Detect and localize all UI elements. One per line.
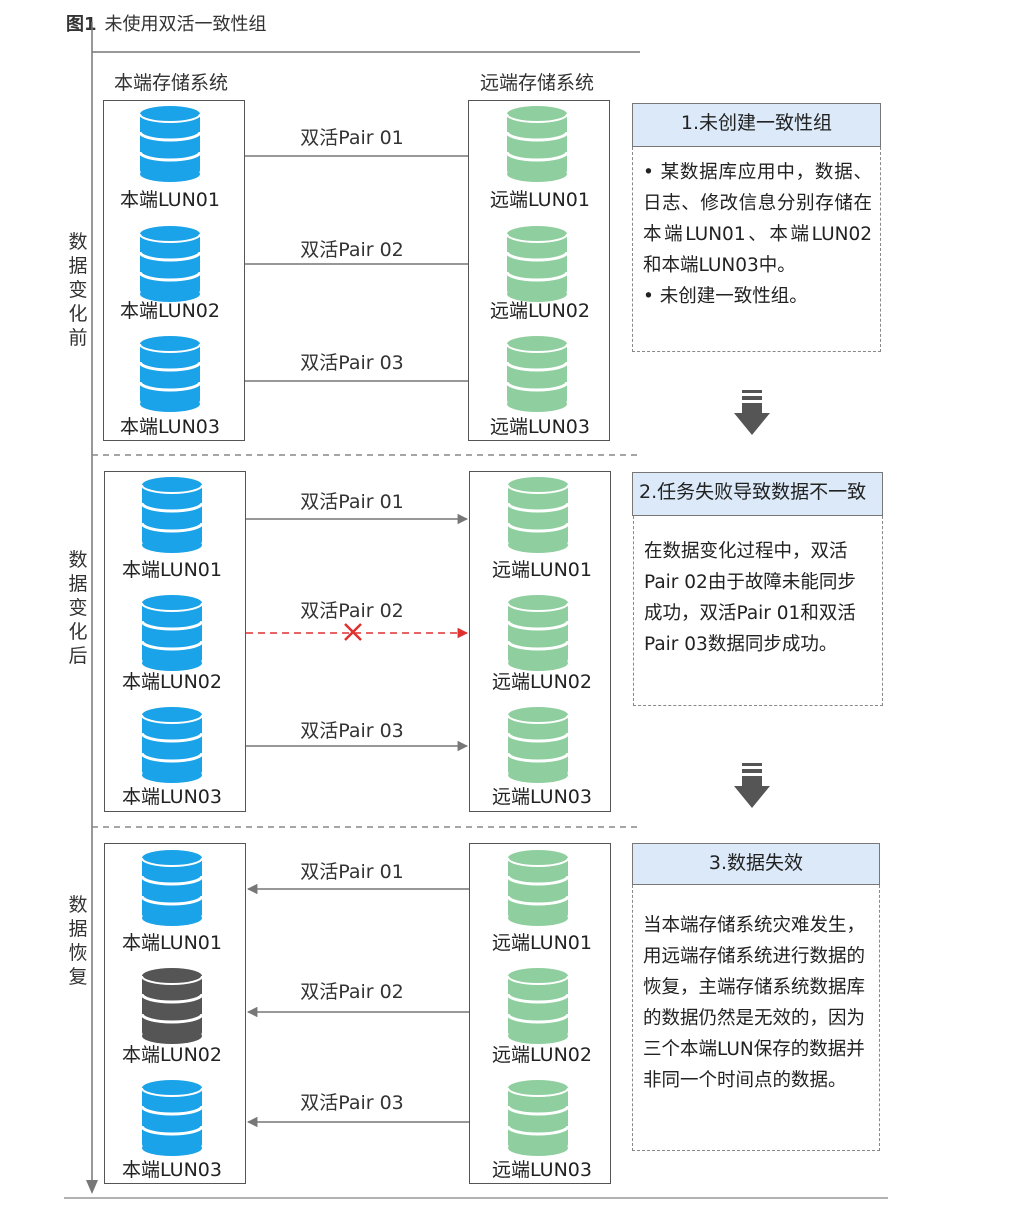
local-lun03-disk-icon <box>138 334 202 414</box>
local-lun01-disk-icon <box>140 848 204 928</box>
note-item: • 未创建一致性组。 <box>643 286 808 307</box>
pair-label: 双活Pair 02 <box>300 981 404 1003</box>
remote-lun-label: 远端LUN02 <box>492 671 592 693</box>
pair-label: 双活Pair 03 <box>300 352 404 374</box>
remote-lun01-disk-icon <box>506 848 570 928</box>
phase-label-before: 数据变化前 <box>68 231 88 349</box>
note-text: 在数据变化过程中，双活Pair 02由于故障未能同步成功，双活Pair 01和双… <box>644 541 856 655</box>
local-lun02-invalid-disk-icon <box>140 966 204 1046</box>
remote-lun01-disk-icon <box>506 475 570 555</box>
remote-lun03-disk-icon <box>506 1078 570 1158</box>
figure-caption-text: 未使用双活一致性组 <box>104 14 267 35</box>
down-arrow-icon <box>734 390 770 435</box>
note-title-2: 2.任务失败导致数据不一致 <box>632 472 883 516</box>
local-lun-label: 本端LUN03 <box>120 416 220 438</box>
local-lun-label: 本端LUN01 <box>120 189 220 211</box>
remote-system-label: 远端存储系统 <box>480 72 595 94</box>
figure-number: 图1 <box>66 14 97 35</box>
local-lun01-disk-icon <box>140 475 204 555</box>
local-lun-label: 本端LUN02 <box>122 671 222 693</box>
failure-x-mark <box>344 623 362 641</box>
note-body-2: 在数据变化过程中，双活Pair 02由于故障未能同步成功，双活Pair 01和双… <box>633 516 883 706</box>
remote-lun03-disk-icon <box>506 705 570 785</box>
local-lun01-disk-icon <box>138 104 202 184</box>
local-lun02-disk-icon <box>138 224 202 304</box>
pair-label: 双活Pair 03 <box>300 720 404 742</box>
remote-lun-label: 远端LUN01 <box>490 189 590 211</box>
note-body-1: • 某数据库应用中，数据、日志、修改信息分别存储在本端LUN01、本端LUN02… <box>632 147 881 352</box>
remote-lun02-disk-icon <box>506 593 570 673</box>
pair-label: 双活Pair 02 <box>300 239 404 261</box>
remote-lun02-disk-icon <box>506 966 570 1046</box>
figure-caption: 图1 未使用双活一致性组 <box>66 10 267 36</box>
local-lun-label: 本端LUN03 <box>122 786 222 808</box>
local-system-label: 本端存储系统 <box>114 72 229 94</box>
note-title-1: 1.未创建一致性组 <box>632 103 881 147</box>
remote-lun-label: 远端LUN03 <box>490 416 590 438</box>
note-item: • 某数据库应用中，数据、日志、修改信息分别存储在本端LUN01、本端LUN02… <box>643 162 872 276</box>
note-title-3: 3.数据失效 <box>632 843 880 885</box>
remote-lun01-disk-icon <box>505 104 569 184</box>
local-lun03-disk-icon <box>140 1078 204 1158</box>
down-arrow-icon <box>734 763 770 808</box>
remote-lun-label: 远端LUN03 <box>492 1159 592 1181</box>
pair-label: 双活Pair 01 <box>300 127 404 149</box>
note-text: 当本端存储系统灾难发生，用远端存储系统进行数据的恢复，主端存储系统数据库的数据仍… <box>643 915 866 1091</box>
phase-label-recovery: 数据恢复 <box>68 894 88 988</box>
local-lun-label: 本端LUN01 <box>122 932 222 954</box>
remote-lun-label: 远端LUN03 <box>492 786 592 808</box>
pair-label: 双活Pair 01 <box>300 491 404 513</box>
remote-lun03-disk-icon <box>505 334 569 414</box>
note-body-3: 当本端存储系统灾难发生，用远端存储系统进行数据的恢复，主端存储系统数据库的数据仍… <box>632 885 880 1151</box>
remote-lun-label: 远端LUN02 <box>492 1044 592 1066</box>
pair-label: 双活Pair 03 <box>300 1092 404 1114</box>
remote-lun-label: 远端LUN02 <box>490 300 590 322</box>
local-lun-label: 本端LUN03 <box>122 1159 222 1181</box>
local-lun-label: 本端LUN02 <box>122 1044 222 1066</box>
timeline-arrowhead <box>86 1180 98 1194</box>
remote-lun-label: 远端LUN01 <box>492 932 592 954</box>
pair-label: 双活Pair 02 <box>300 600 404 622</box>
local-lun-label: 本端LUN01 <box>122 559 222 581</box>
pair-label: 双活Pair 01 <box>300 861 404 883</box>
local-lun03-disk-icon <box>140 705 204 785</box>
remote-lun-label: 远端LUN01 <box>492 559 592 581</box>
remote-lun02-disk-icon <box>505 224 569 304</box>
phase-label-after: 数据变化后 <box>68 549 88 667</box>
local-lun02-disk-icon <box>140 593 204 673</box>
local-lun-label: 本端LUN02 <box>120 300 220 322</box>
